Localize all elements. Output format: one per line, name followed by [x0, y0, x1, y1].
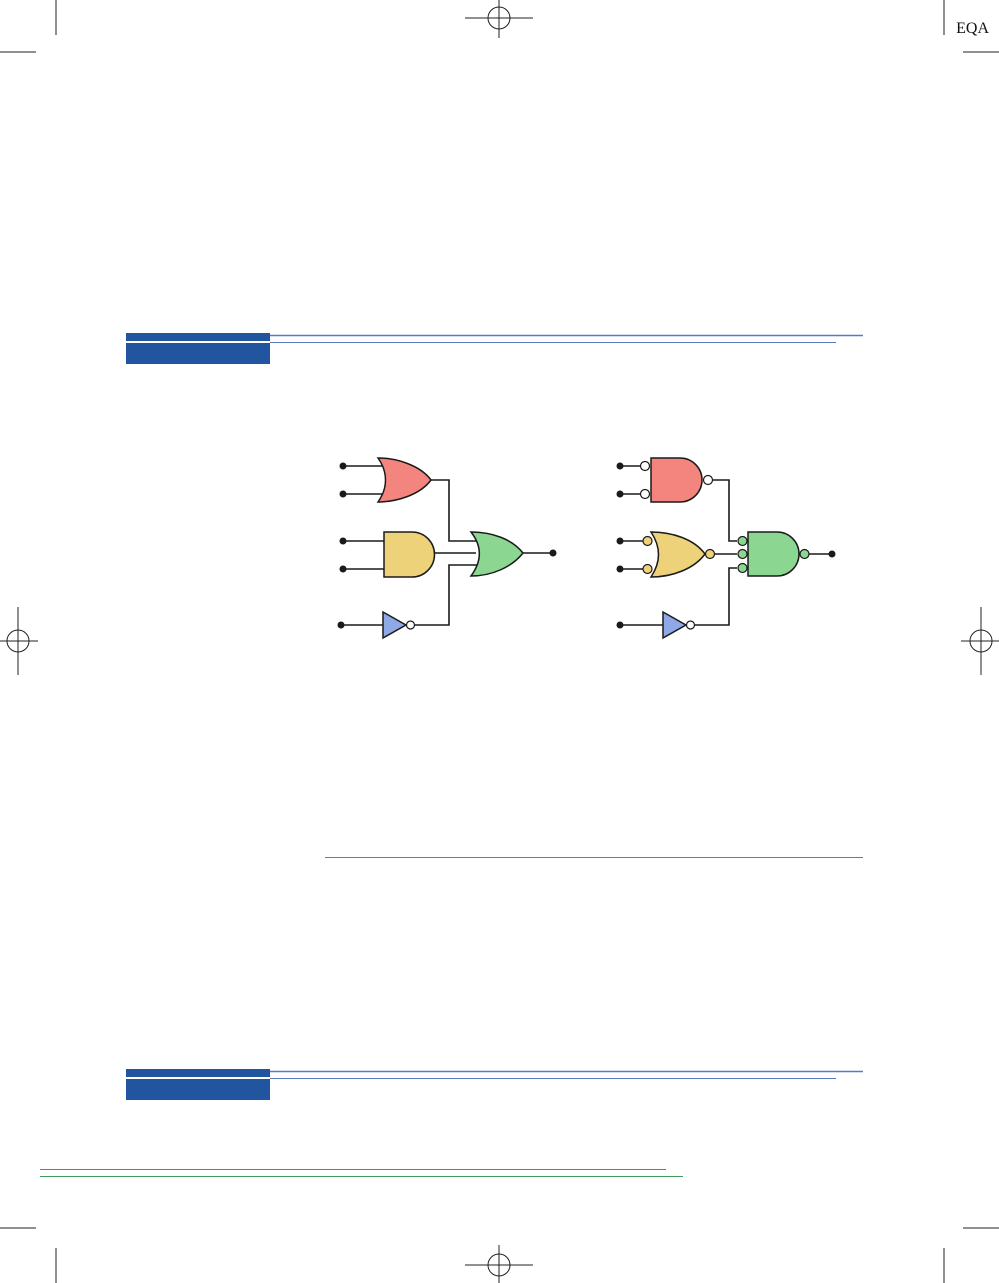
registration-mark-bottom: [465, 1245, 533, 1283]
inverter: [382, 610, 408, 640]
nand-equivalent-gate: [650, 457, 703, 503]
section-header-band-top: [126, 333, 863, 364]
inverter-bubble: [685, 620, 696, 630]
terminal-dot: [339, 462, 347, 470]
input-bubble: [639, 488, 651, 500]
input-bubble: [639, 460, 651, 472]
terminal-dot: [616, 565, 624, 573]
connection-wire: [415, 564, 478, 626]
nor-equivalent-gate: [649, 531, 706, 578]
output-bubble: [799, 548, 810, 560]
terminal-dot: [339, 565, 347, 573]
connection-wire: [695, 567, 737, 626]
connection-wire: [430, 479, 478, 542]
inverter-bubble: [405, 620, 416, 630]
footer-rules: [40, 1169, 683, 1177]
left-terminals: [337, 462, 557, 629]
output-terminal-dot: [828, 550, 836, 558]
output-bubble: [702, 474, 714, 486]
terminal-dot: [339, 537, 347, 545]
registration-mark-top: [465, 0, 533, 38]
input-bubble: [642, 535, 653, 547]
terminal-dot: [616, 621, 624, 629]
corner-tag: EQA: [956, 20, 989, 37]
and-gate: [383, 531, 436, 578]
output-or-gate: [469, 531, 524, 577]
inverter: [662, 610, 688, 640]
right-terminals: [616, 462, 836, 629]
output-terminal-dot: [549, 549, 557, 557]
registration-mark-right: [961, 607, 999, 675]
terminal-dot: [339, 490, 347, 498]
output-nand-gate: [747, 531, 800, 577]
output-bubble: [704, 548, 716, 560]
left-circuit: [341, 465, 553, 626]
terminal-dot: [337, 621, 345, 629]
terminal-dot: [616, 537, 624, 545]
input-bubble: [737, 535, 748, 547]
right-circuit: [620, 465, 832, 626]
terminal-dot: [616, 490, 624, 498]
registration-mark-left: [0, 607, 38, 675]
terminal-dot: [616, 462, 624, 470]
section-header-band-bottom: [126, 1069, 863, 1100]
input-bubble: [642, 563, 653, 575]
or-gate: [376, 457, 432, 503]
input-bubble: [737, 562, 748, 574]
connection-wire: [713, 479, 737, 542]
input-bubble: [737, 548, 748, 560]
